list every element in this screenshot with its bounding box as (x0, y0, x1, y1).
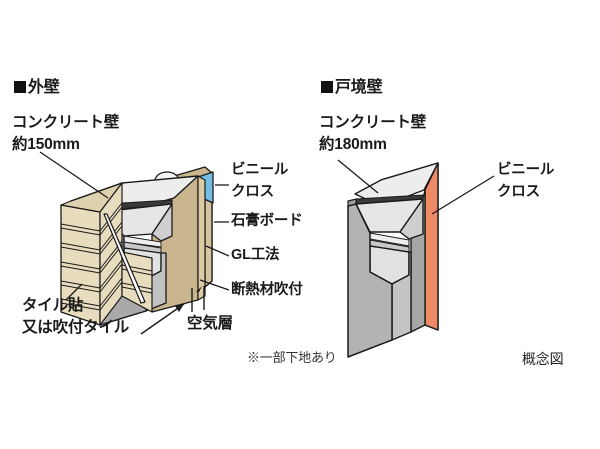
air-layer-dimension-arrow (140, 303, 185, 335)
callout-insulation-spray: 断熱材吹付 (231, 282, 303, 298)
insulation-dimension-marks (191, 286, 205, 312)
footnote: ※一部下地あり (247, 350, 337, 365)
bullet-square-right (321, 81, 333, 93)
party-wall-front-face (347, 203, 393, 358)
bullet-square-left (14, 81, 26, 93)
tile-label-line2: 又は吹付タイル (22, 319, 130, 336)
exterior-wall-assembly (39, 151, 230, 335)
callout-gl-method: GL工法 (231, 247, 280, 263)
leader-concrete-right (337, 159, 379, 194)
left-concrete-label: コンクリート壁 (12, 114, 120, 131)
leader-gl (205, 245, 230, 257)
right-callout-vinyl-line2: クロス (497, 184, 540, 200)
leader-concrete-left (39, 151, 109, 199)
air-layer-label: 空気層 (187, 315, 233, 332)
callout-vinyl-cloth-line1: ビニール (231, 162, 289, 178)
tile-label-line1: タイル貼 (22, 297, 84, 314)
right-concrete-label: コンクリート壁 (319, 114, 427, 131)
leader-tile (65, 283, 83, 301)
party-wall-assembly (337, 159, 495, 358)
party-wall-left-edge (347, 198, 357, 207)
leader-insulation (199, 279, 230, 291)
right-section-title: 戸境壁 (321, 78, 383, 99)
left-section-title: 外壁 (14, 78, 60, 99)
right-callout-vinyl-line1: ビニール (497, 162, 555, 178)
concept-note: 概念図 (522, 353, 564, 368)
callout-vinyl-cloth-line2: クロス (231, 184, 274, 200)
right-concrete-thickness: 約180mm (319, 136, 387, 153)
callout-gypsum-board: 石膏ボード (231, 213, 303, 229)
leader-vinyl-right (431, 175, 495, 215)
tile-cut-diagonal (103, 213, 146, 304)
left-concrete-thickness: 約150mm (12, 136, 80, 153)
party-wall-cut-middle (399, 198, 424, 240)
